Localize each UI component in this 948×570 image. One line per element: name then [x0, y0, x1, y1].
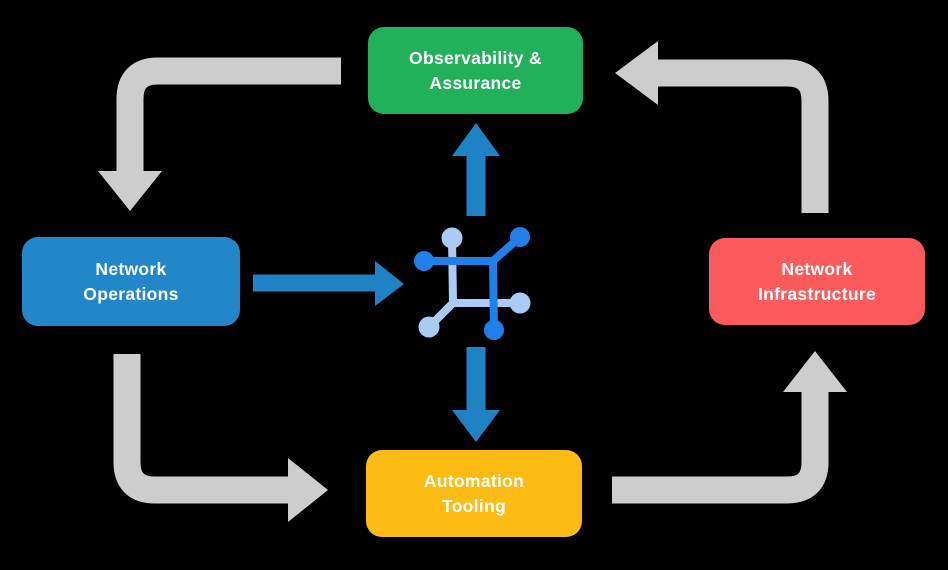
- arrow-shaft: [116, 57, 341, 173]
- network-nodes-icon: [414, 227, 531, 340]
- arrow-center-to-observability: [452, 123, 500, 216]
- icon-right-edge: [489, 257, 498, 334]
- arrow-head: [288, 458, 328, 522]
- icon-node-top-right: [510, 227, 530, 247]
- icon-node-left: [414, 251, 434, 271]
- arrow-center-to-automation: [452, 347, 500, 442]
- arrow-head: [452, 410, 500, 442]
- icon-node-bottom-left: [418, 316, 440, 338]
- node-automation-tooling: Automation Tooling: [366, 450, 582, 537]
- node-observability-label: Observability & Assurance: [409, 48, 542, 93]
- arrow-head: [375, 261, 404, 306]
- arrow-operations-to-automation: [113, 354, 328, 522]
- icon-left-edge: [448, 234, 457, 307]
- icon-node-right: [509, 292, 531, 314]
- icon-node-top: [441, 227, 463, 249]
- arrow-automation-to-infrastructure: [612, 351, 847, 504]
- arrow-infrastructure-to-observability: [615, 41, 829, 213]
- node-automation-label: Automation Tooling: [423, 471, 525, 516]
- network-icon-dark-wires: [414, 227, 530, 340]
- arrow-shaft: [657, 59, 829, 213]
- arrow-head: [615, 41, 658, 105]
- arrow-shaft: [113, 354, 289, 504]
- node-network-infrastructure: Network Infrastructure: [709, 238, 925, 325]
- icon-node-bottom: [484, 320, 504, 340]
- node-observability-assurance: Observability & Assurance: [368, 27, 583, 114]
- node-operations-label: Network Operations: [83, 259, 179, 304]
- arrow-operations-to-center: [253, 261, 404, 306]
- arrow-head: [783, 351, 847, 392]
- arrow-observability-to-operations: [98, 57, 341, 211]
- network-icon-light-wires: [418, 227, 531, 338]
- node-network-operations: Network Operations: [22, 237, 240, 326]
- arrow-head: [452, 123, 500, 156]
- arrow-head: [98, 171, 162, 211]
- node-infrastructure-label: Network Infrastructure: [758, 259, 876, 304]
- arrow-shaft: [612, 391, 829, 504]
